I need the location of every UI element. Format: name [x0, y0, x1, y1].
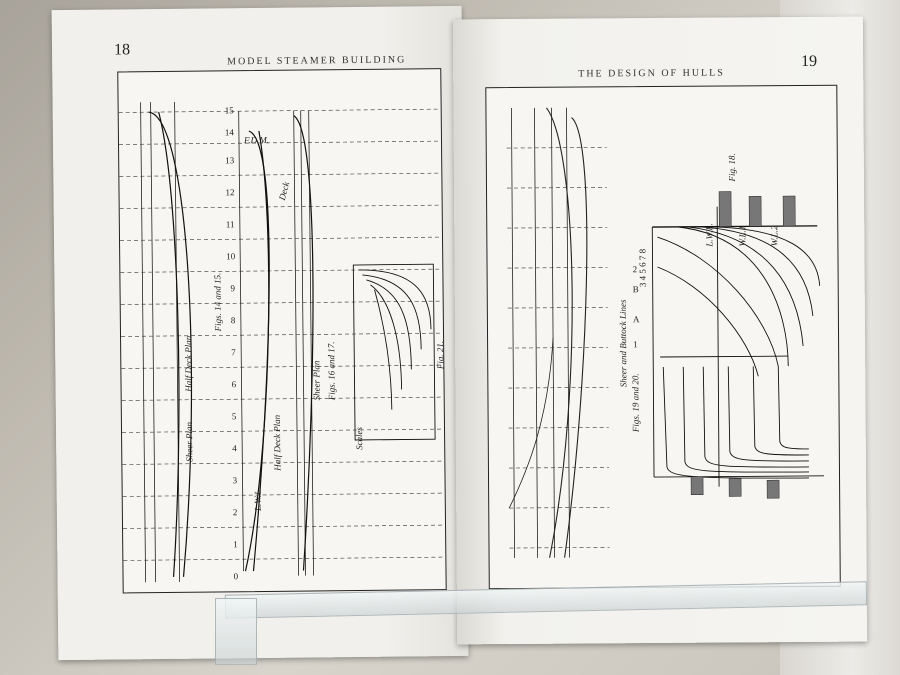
- station-10: 10: [226, 251, 236, 261]
- right-plate: Fig. 18. L.W.L. W.L.1 W.L.2 3 4 5 6 7 8 …: [485, 84, 841, 590]
- caption-sheer-plan-2: Sheer Plan: [311, 360, 321, 400]
- station-9: 9: [230, 283, 235, 293]
- station-15: 15: [225, 105, 235, 115]
- caption-wl2: W.L.2: [769, 225, 779, 246]
- station-11: 11: [226, 219, 235, 229]
- caption-lwl: L.W.L.: [253, 488, 263, 513]
- caption-fdm: F.D.M.: [243, 135, 269, 145]
- caption-figs-16-17: Figs. 16 and 17.: [326, 341, 337, 401]
- caption-lwl-right: L.W.L.: [704, 223, 714, 248]
- right-page-number: 19: [801, 52, 818, 71]
- caption-fig-18: Fig. 18.: [727, 153, 737, 182]
- caption-wl1: W.L.1: [737, 226, 747, 247]
- caption-half-deck-plan-2: Half Deck Plan: [272, 414, 283, 472]
- caption-sheer-buttock: Sheer and Buttock Lines: [618, 299, 629, 387]
- station-8: 8: [231, 315, 236, 325]
- station-0: 0: [233, 571, 238, 581]
- station-6: 6: [231, 379, 236, 389]
- caption-half-deck-plan: Half Deck Plan: [183, 335, 194, 393]
- label-b: B: [633, 284, 639, 294]
- label-two: 2: [633, 264, 638, 274]
- caption-deck: Deck: [277, 180, 292, 202]
- left-plate: 0 1 2 3 4 5 6 7 8 9 10 11 12 13 14 15 Fi…: [117, 68, 447, 594]
- caption-scales: Scales: [354, 426, 364, 450]
- hull-drawing-left: 0 1 2 3 4 5 6 7 8 9 10 11 12 13 14 15 Fi…: [118, 101, 445, 583]
- station-3: 3: [232, 475, 237, 485]
- caption-stations: 3 4 5 6 7 8: [637, 248, 647, 287]
- left-page: 18 MODEL STEAMER BUILDING: [51, 5, 469, 661]
- right-running-head: THE DESIGN OF HULLS: [578, 67, 725, 80]
- station-2: 2: [233, 507, 238, 517]
- hull-drawing-right: Fig. 18. L.W.L. W.L.1 W.L.2 3 4 5 6 7 8 …: [506, 107, 825, 559]
- label-one: 1: [633, 339, 638, 349]
- station-13: 13: [225, 155, 235, 165]
- station-12: 12: [225, 187, 234, 197]
- caption-figs-19-20: Figs. 19 and 20.: [630, 373, 640, 433]
- station-5: 5: [232, 411, 237, 421]
- left-running-head: MODEL STEAMER BUILDING: [227, 54, 407, 68]
- station-14: 14: [225, 127, 235, 137]
- station-numbers: 0 1 2 3 4 5 6 7 8 9 10 11 12 13 14 15: [225, 105, 239, 581]
- caption-sheer-plan: Sheer Plan: [184, 421, 194, 461]
- label-a: A: [633, 314, 640, 324]
- left-page-number: 18: [113, 41, 131, 59]
- station-7: 7: [231, 347, 236, 357]
- station-1: 1: [233, 539, 238, 549]
- caption-figs-14-15: Figs. 14 and 15.: [212, 273, 223, 333]
- station-4: 4: [232, 443, 237, 453]
- right-page: THE DESIGN OF HULLS 19: [452, 16, 868, 645]
- caption-fig-21: Fig. 21.: [435, 341, 445, 370]
- acrylic-stand-leg: [215, 598, 257, 665]
